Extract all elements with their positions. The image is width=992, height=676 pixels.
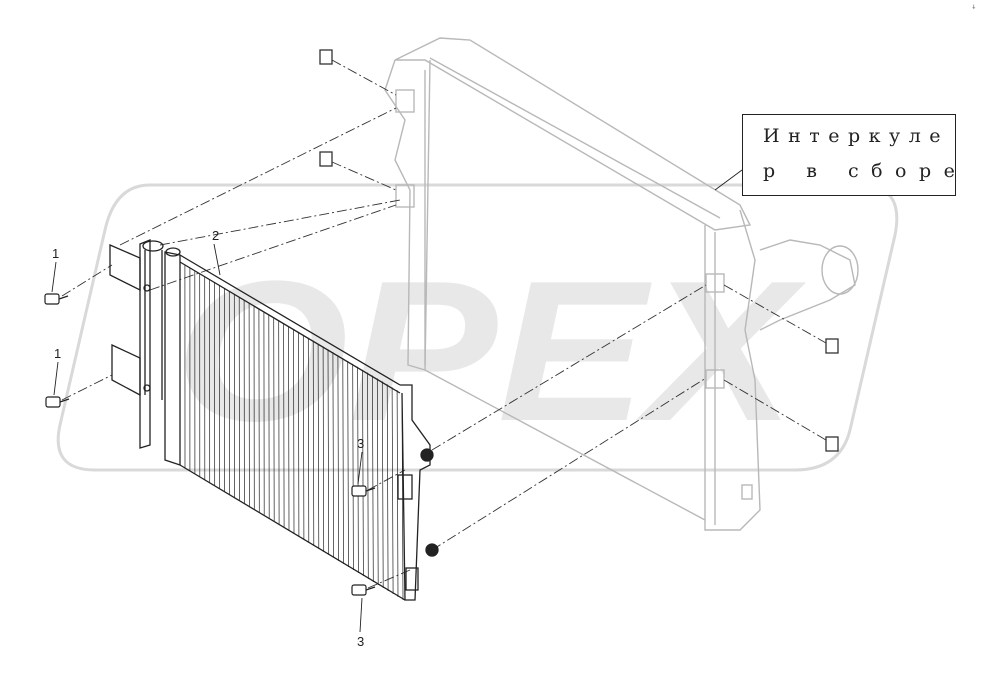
intercooler-tab-lower: [741, 484, 753, 500]
condenser-right-clip-upper: [397, 474, 413, 500]
intercooler-top-tank: [394, 37, 752, 231]
callout-box: Интеркуле р в сборе: [742, 114, 956, 196]
assembly-line-right-1: [431, 284, 707, 451]
condenser-right-bushing-lower: [425, 543, 439, 557]
rubber-pads: [319, 49, 839, 452]
watermark-outline: [56, 183, 899, 472]
bolt-3-upper: [351, 485, 376, 497]
condenser-left-header: [139, 239, 151, 449]
assembly-line-pad2: [331, 161, 397, 191]
condenser-right-clip-lower: [405, 567, 419, 591]
intercooler-bracket-right-1: [705, 273, 725, 293]
rubber-pad-4: [825, 436, 839, 452]
rubber-pad-2: [319, 151, 333, 167]
intercooler-left-side: [384, 59, 431, 371]
watermark-text: OPEX: [175, 240, 807, 463]
assembly-line-bolt1a: [61, 264, 113, 297]
assembly-line-pad3: [723, 284, 827, 344]
intercooler-bottom-edge: [424, 369, 706, 521]
leader-1-lower: [53, 361, 59, 396]
label-part-1-lower: 1: [54, 346, 61, 361]
bolt-1-upper: [44, 293, 69, 305]
label-part-2: 2: [212, 228, 219, 243]
assembly-line-pad4: [723, 379, 827, 441]
bolt-1-lower: [45, 396, 70, 408]
leader-2: [213, 243, 221, 276]
assembly-lines: [61, 59, 827, 589]
leader-3-lower: [359, 597, 363, 633]
condenser-receiver-pipe: [144, 250, 163, 400]
leader-callout: [714, 169, 743, 191]
condenser-left-bracket-lower: [111, 343, 141, 397]
label-part-1-upper: 1: [52, 246, 59, 261]
intercooler-bracket-right-2: [705, 369, 725, 389]
assembly-line-bolt3b: [367, 569, 411, 589]
condenser-right-frame: [400, 384, 431, 601]
condenser-top-edge: [179, 254, 401, 394]
intercooler-pipe: [759, 239, 856, 331]
callout-line-2: р в сборе: [763, 160, 968, 182]
assembly-line-bolt1b: [61, 374, 113, 401]
intercooler-bracket-top-2: [395, 184, 415, 208]
label-part-3-lower: 3: [357, 634, 364, 649]
intercooler-pipe-end: [821, 245, 859, 295]
rubber-pad-1: [319, 49, 333, 65]
condenser-left-cap: [165, 247, 181, 257]
intercooler-bracket-top-1: [395, 89, 415, 113]
bolts: [44, 293, 376, 596]
intercooler-right-side: [704, 209, 761, 531]
corner-mark: ꜜ: [972, 4, 976, 15]
rubber-pad-3: [825, 338, 839, 354]
assembly-line-top-1: [119, 107, 397, 246]
assembly-line-pad1: [331, 59, 397, 96]
condenser-fins: [179, 262, 404, 601]
intercooler-top-tank-inner: [429, 57, 721, 219]
condenser-right-bushing-upper: [420, 448, 434, 462]
condenser-left-bushing-b: [143, 384, 151, 392]
condenser-left-bracket-upper: [109, 244, 141, 292]
callout-line-1: Интеркуле: [763, 125, 950, 147]
condenser: [109, 239, 439, 601]
leader-3-upper: [357, 451, 363, 485]
bolt-3-lower: [351, 584, 376, 596]
assembly-line-bolt3a: [367, 469, 406, 491]
condenser-receiver-top: [142, 240, 164, 252]
intercooler-assembly: [384, 37, 859, 531]
watermark: OPEX ꜜ: [56, 4, 976, 472]
condenser-bottom-edge: [179, 464, 406, 601]
leader-lines: [51, 169, 743, 633]
assembly-line-top-3: [149, 204, 397, 291]
label-part-3-upper: 3: [357, 436, 364, 451]
assembly-line-top-2: [159, 199, 401, 246]
part-labels: 1 1 2 3 3: [52, 228, 364, 649]
condenser-left-bushing-a: [143, 284, 151, 292]
leader-1-upper: [51, 261, 57, 293]
